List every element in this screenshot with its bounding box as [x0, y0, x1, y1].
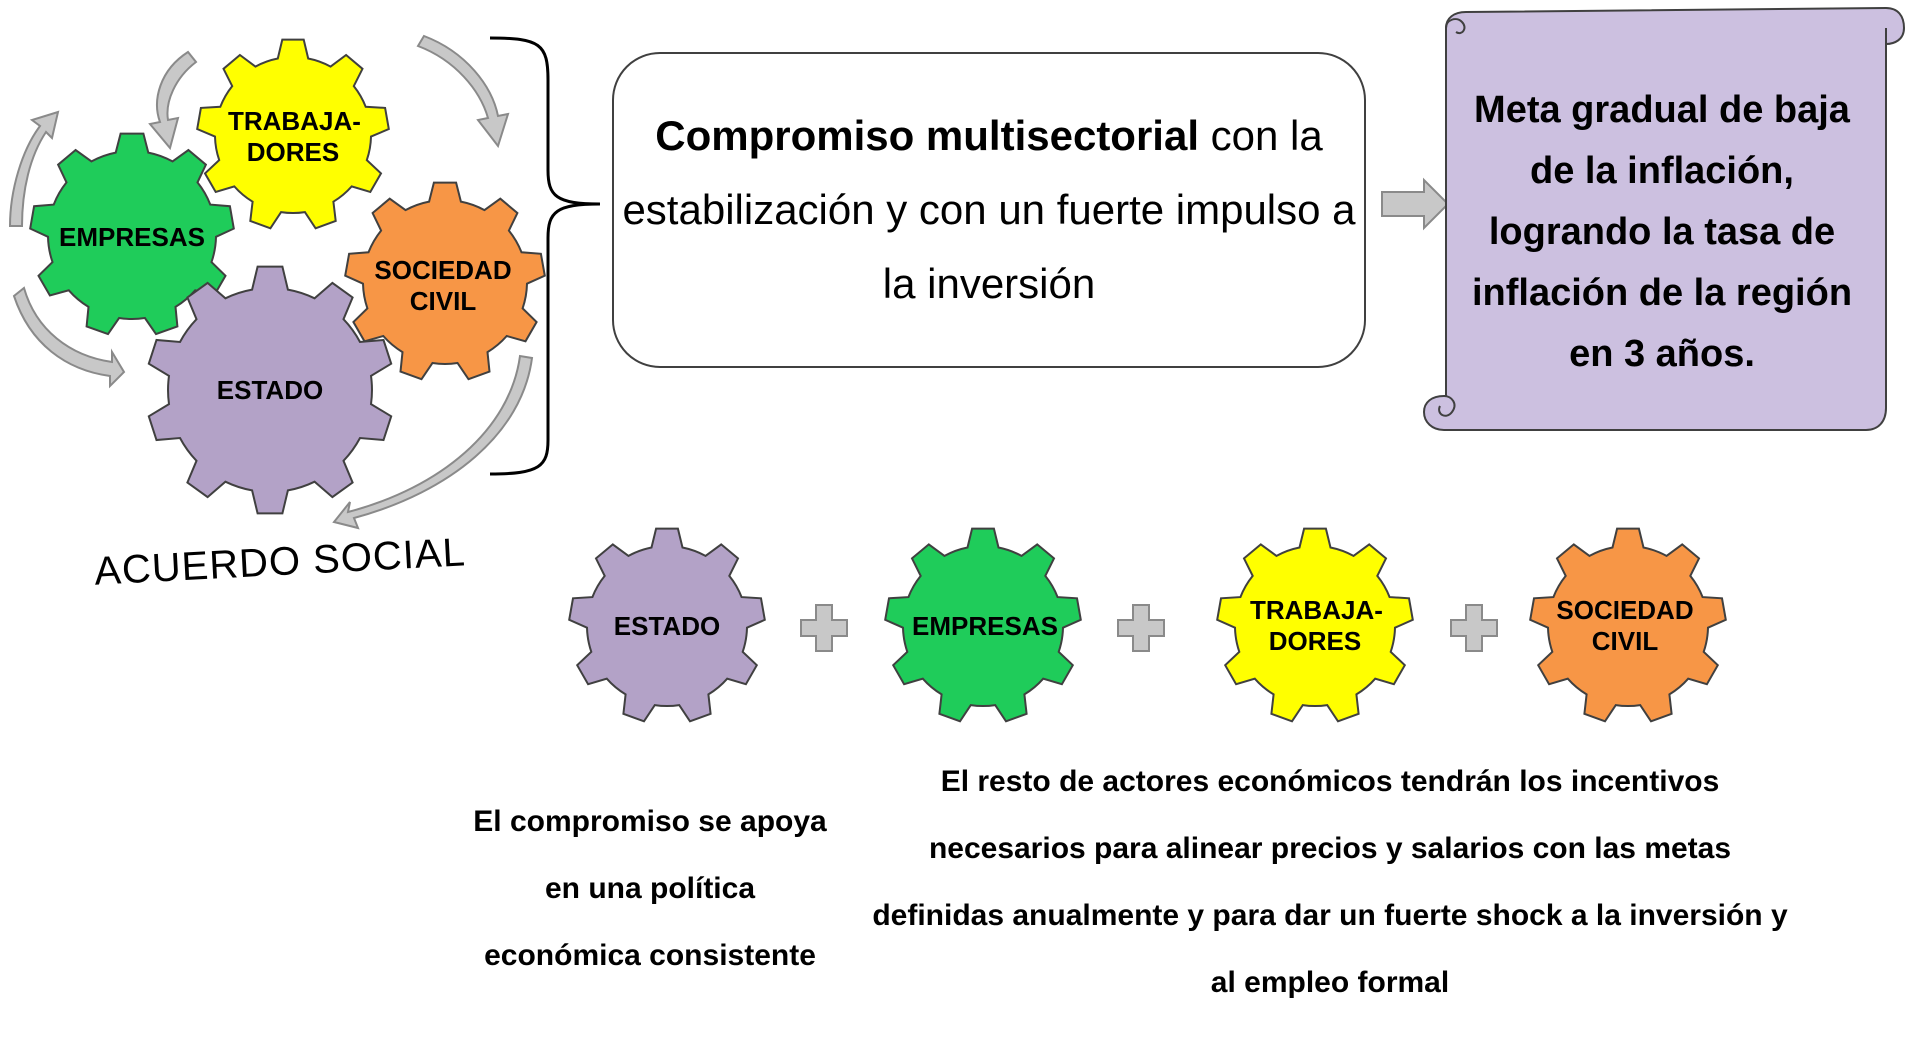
gear-shape [568, 527, 766, 723]
plus-sign [1450, 604, 1498, 652]
gear-sociedad-civil [344, 181, 546, 381]
goal-text: Meta gradual de baja de la inflación, lo… [1471, 89, 1853, 375]
gear-label-empresas: EMPRESAS [59, 222, 205, 252]
cycle-arrow-bottom-right [332, 354, 534, 530]
right-block-arrow [1381, 177, 1450, 231]
cycle-arrow-top-left [148, 50, 198, 151]
plus-sign [1117, 604, 1165, 652]
cycle-arrow-bottom-left [12, 286, 126, 389]
commitment-text: Compromiso multisectorial con la estabil… [622, 112, 1356, 307]
row-label-estado: ESTADO [613, 611, 721, 641]
gear-label-trabajadores: TRABAJA-DORES [228, 106, 361, 167]
commitment-box: Compromiso multisectorial con la estabil… [612, 52, 1366, 368]
gear-shape [29, 132, 235, 336]
gear-shape [196, 38, 390, 230]
row-label-empresas: EMPRESAS [912, 611, 1058, 641]
gear-shape [344, 181, 546, 381]
row-gear-sociedad-civil [1529, 527, 1727, 723]
gear-shape [1216, 527, 1414, 723]
row-gear-estado [568, 527, 766, 723]
note-left: El compromiso se apoya en una política e… [473, 805, 827, 972]
row-gear-empresas [884, 527, 1082, 723]
row-label-trabajadores: TRABAJA-DORES [1250, 595, 1383, 656]
gear-trabajadores [196, 38, 390, 230]
row-gear-trabajadores [1216, 527, 1414, 723]
gear-label-estado: ESTADO [216, 375, 324, 405]
plus-sign [800, 604, 848, 652]
gear-empresas [29, 132, 235, 336]
cycle-arrow-left [8, 110, 60, 227]
gear-shape [1529, 527, 1727, 723]
gear-shape [884, 527, 1082, 723]
gear-shape [147, 265, 393, 515]
curly-brace [489, 36, 601, 476]
gear-estado [147, 265, 393, 515]
note-right: El resto de actores económicos tendrán l… [872, 765, 1788, 999]
cycle-arrow-top-right [416, 34, 510, 149]
goal-scroll [1422, 6, 1905, 431]
